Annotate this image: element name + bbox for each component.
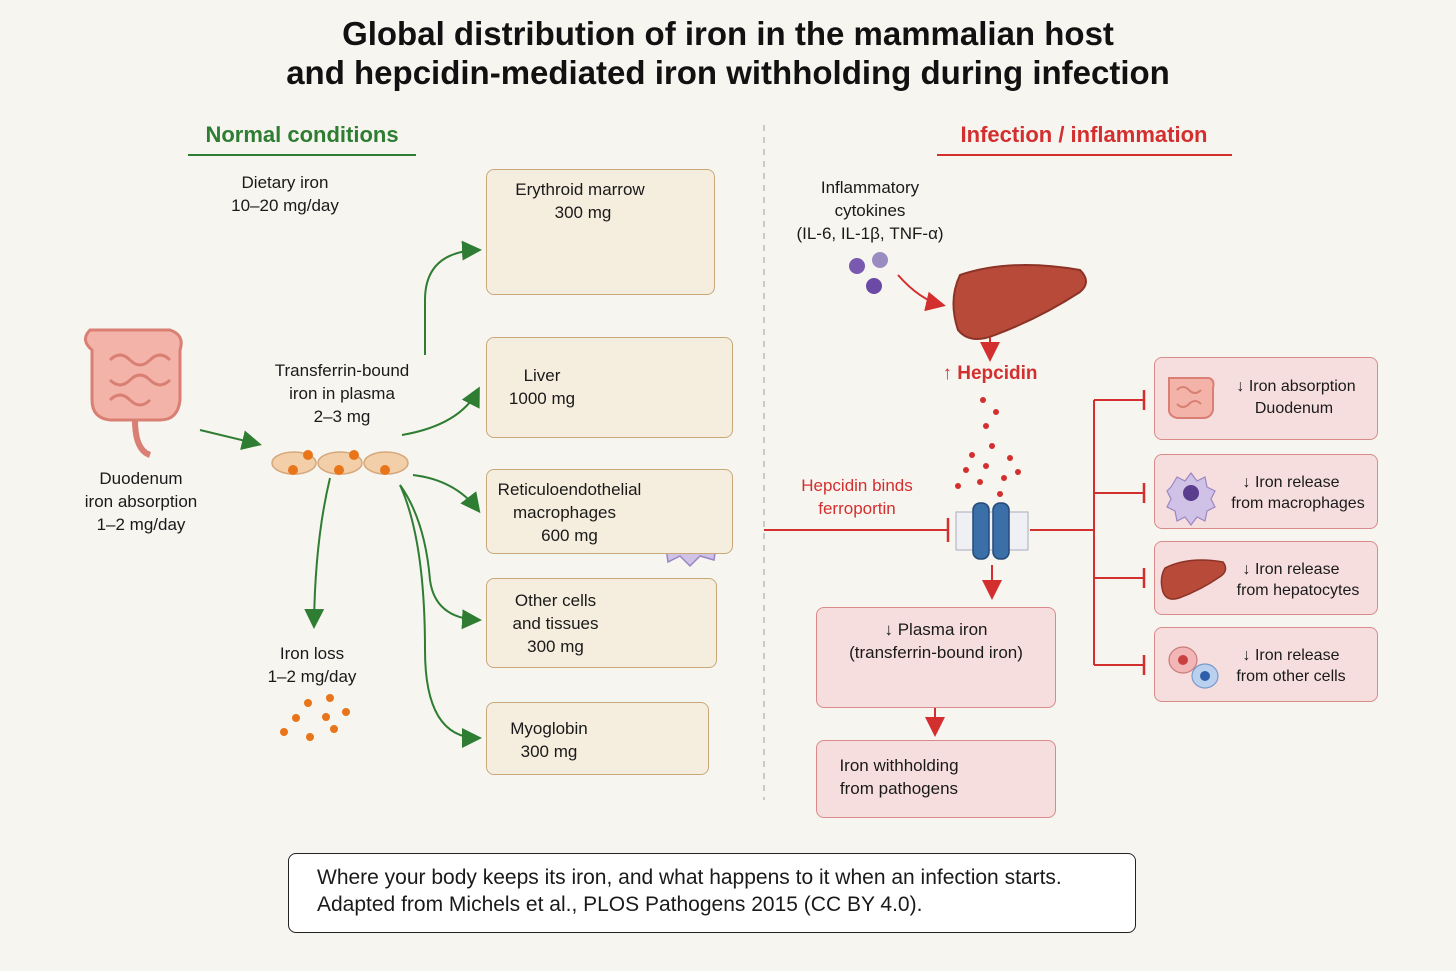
macrophages-name-2: macrophages [512, 503, 616, 522]
page-title: Global distribution of iron in the mamma… [0, 14, 1456, 92]
iron-withholding-box: Iron withholding from pathogens [816, 740, 1056, 818]
other-cells-name: Other cells [514, 591, 597, 610]
effect-absorption-line-1: ↓ Iron absorption [1236, 378, 1356, 395]
macrophages-name: Reticuloendothelial [497, 480, 642, 499]
cytokines-label: Inflammatory cytokines (IL-6, IL-1β, TNF… [780, 176, 960, 245]
erythroid-marrow-box: Erythroid marrow 300 mg [486, 169, 715, 295]
infection-heading-rule [937, 154, 1232, 156]
macrophages-box: Reticuloendothelial macrophages 600 mg [486, 469, 733, 554]
infection-heading: Infection / inflammation [960, 122, 1208, 147]
iron-loss-title: Iron loss [279, 644, 345, 663]
macrophages-amount: 600 mg [541, 526, 598, 545]
transferrin-subtitle: iron in plasma [289, 384, 395, 403]
caption-line-1: Where your body keeps its iron, and what… [317, 866, 1062, 889]
iron-withholding-title: Iron withholding [839, 756, 959, 775]
myoglobin-name: Myoglobin [510, 719, 588, 738]
caption-line-2: Adapted from Michels et al., PLOS Pathog… [317, 893, 923, 916]
ferroportin-icon [955, 502, 1029, 560]
hepcidin-binds-line-1: Hepcidin binds [801, 476, 913, 495]
iron-loss-rate: 1–2 mg/day [267, 667, 357, 686]
normal-conditions-heading: Normal conditions [205, 122, 399, 147]
transferrin-amount: 2–3 mg [313, 407, 371, 426]
hepcidin-dots-icon [955, 397, 1021, 497]
title-line-1: Global distribution of iron in the mamma… [342, 15, 1114, 52]
cytokines-subtitle: cytokines [834, 201, 906, 220]
effect-box-absorption: ↓ Iron absorption Duodenum [1154, 357, 1378, 440]
duodenum-label: Duodenum iron absorption 1–2 mg/day [56, 467, 226, 536]
iron-withholding-subtitle: from pathogens [839, 779, 959, 798]
transferrin-label: Transferrin-bound iron in plasma 2–3 mg [252, 359, 432, 428]
effect-macrophages-line-2: from macrophages [1231, 495, 1365, 512]
plasma-iron-subtitle: (transferrin-bound iron) [849, 643, 1023, 662]
liver-small-icon [1160, 559, 1227, 600]
effect-absorption-line-2: Duodenum [1254, 400, 1334, 417]
effect-other-cells-line-1: ↓ Iron release [1242, 647, 1340, 664]
hepcidin-binds-label: Hepcidin binds ferroportin [770, 474, 944, 520]
effect-box-macrophages: ↓ Iron release from macrophages [1154, 454, 1378, 529]
effect-macrophages-line-1: ↓ Iron release [1242, 474, 1340, 491]
effect-box-other-cells: ↓ Iron release from other cells [1154, 627, 1378, 702]
liver-amount: 1000 mg [508, 389, 576, 408]
dietary-iron-rate: 10–20 mg/day [231, 196, 339, 215]
caption-box: Where your body keeps its iron, and what… [288, 853, 1136, 933]
intestine-small-icon [1168, 377, 1215, 419]
cytokine-icon [849, 252, 888, 294]
myoglobin-box: Myoglobin 300 mg [486, 702, 709, 775]
liver-box: Liver 1000 mg [486, 337, 733, 438]
effect-hepatocytes-line-2: from hepatocytes [1236, 582, 1360, 599]
iron-particles-icon [280, 694, 350, 741]
dietary-iron-title: Dietary iron [241, 173, 329, 192]
other-cells-amount: 300 mg [527, 637, 584, 656]
effect-other-cells-line-2: from other cells [1236, 668, 1346, 685]
erythroid-marrow-name: Erythroid marrow [515, 180, 645, 199]
transferrin-title: Transferrin-bound [274, 361, 410, 380]
effect-box-hepatocytes: ↓ Iron release from hepatocytes [1154, 541, 1378, 615]
intestine-icon [84, 328, 183, 458]
liver-name: Liver [523, 366, 561, 385]
transferrin-icon [271, 450, 409, 475]
dietary-iron-label: Dietary iron 10–20 mg/day [200, 171, 370, 217]
cytokines-title: Inflammatory [820, 178, 920, 197]
duodenum-rate: 1–2 mg/day [96, 515, 186, 534]
duodenum-subtitle: iron absorption [84, 492, 198, 511]
myoglobin-amount: 300 mg [520, 742, 578, 761]
cells-small-icon [1168, 646, 1219, 689]
iron-loss-label: Iron loss 1–2 mg/day [232, 642, 392, 688]
title-line-2: and hepcidin-mediated iron withholding d… [286, 54, 1170, 91]
plasma-iron-title: ↓ Plasma iron [884, 620, 988, 639]
cytokines-list: (IL-6, IL-1β, TNF-α) [796, 224, 944, 243]
other-cells-name-2: and tissues [512, 614, 599, 633]
erythroid-marrow-amount: 300 mg [554, 203, 612, 222]
hepcidin-binds-line-2: ferroportin [818, 499, 896, 518]
duodenum-title: Duodenum [99, 469, 183, 488]
macrophage-small-icon [1166, 472, 1216, 526]
plasma-iron-box: ↓ Plasma iron (transferrin-bound iron) [816, 607, 1056, 708]
other-cells-box: Other cells and tissues 300 mg [486, 578, 717, 668]
hepcidin-label: ↑ Hepcidin [942, 363, 1038, 384]
liver-icon-infection [952, 264, 1087, 340]
normal-heading-rule [188, 154, 416, 156]
effect-hepatocytes-line-1: ↓ Iron release [1242, 561, 1340, 578]
